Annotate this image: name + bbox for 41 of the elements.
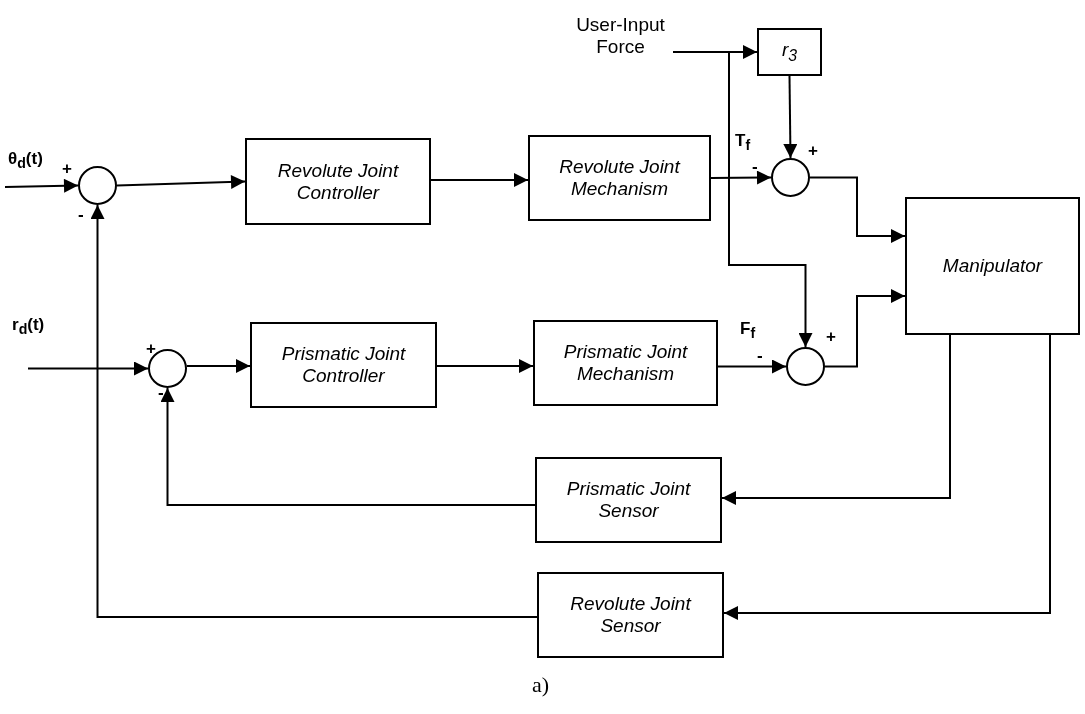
summing-junction (78, 166, 117, 205)
arrow (710, 170, 772, 185)
minus-sign: - (757, 347, 763, 364)
signal-label: F$_{f}$ (740, 320, 756, 341)
minus-sign: - (158, 384, 164, 401)
block: Revolute Joint Sensor (537, 572, 724, 658)
summing-junction (786, 347, 825, 386)
arrow (783, 75, 798, 159)
arrow (721, 334, 951, 505)
input-label: User-Input Force (575, 14, 666, 58)
plus-sign: + (62, 160, 72, 177)
arrow (430, 173, 529, 187)
input-signal-label: θ$_{d}$(t) (8, 150, 43, 171)
arrow (116, 174, 246, 189)
plus-sign: + (146, 340, 156, 357)
block: Manipulator (905, 197, 1080, 335)
plus-sign: + (826, 328, 836, 345)
arrow (160, 387, 536, 506)
block: Prismatic Joint Mechanism (533, 320, 718, 406)
arrow (90, 204, 538, 618)
arrow (723, 334, 1051, 620)
minus-sign: - (78, 206, 84, 223)
input-signal-label: r$_{d}$(t) (12, 316, 45, 337)
arrow (27, 361, 149, 376)
block: Revolute Joint Mechanism (528, 135, 711, 221)
plus-sign: + (808, 142, 818, 159)
arrow (809, 176, 906, 243)
block: Prismatic Joint Controller (250, 322, 437, 408)
block: Revolute Joint Controller (245, 138, 431, 225)
minus-sign: - (752, 158, 758, 175)
block: Prismatic Joint Sensor (535, 457, 722, 543)
caption: a) (532, 672, 550, 698)
gain-block: r$_{3}$ (757, 28, 822, 76)
arrow (436, 359, 534, 373)
arrow (4, 178, 79, 193)
arrow (186, 359, 251, 373)
summing-junction (771, 158, 810, 197)
arrow (717, 359, 787, 374)
arrow (672, 51, 813, 348)
signal-label: T$_{f}$ (735, 132, 751, 153)
arrow (824, 289, 906, 368)
